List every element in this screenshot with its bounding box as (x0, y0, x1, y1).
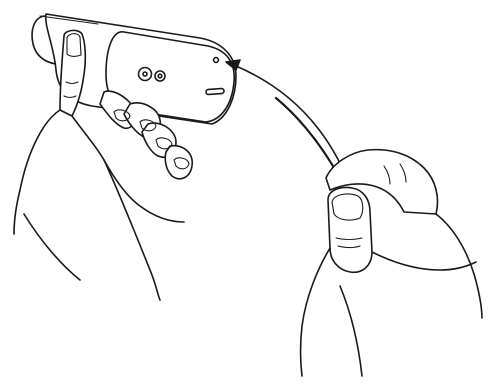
left-forearm-bottom (104, 160, 160, 300)
right-thumb (328, 188, 372, 273)
left-forearm-top (24, 214, 80, 280)
pin-tool (276, 98, 340, 178)
right-forearm (340, 286, 362, 376)
right-wrist-line (372, 252, 476, 270)
right-hand (301, 150, 483, 376)
left-palm-outline (14, 110, 60, 234)
right-palm-edge (301, 248, 331, 376)
right-hand-back (436, 214, 482, 318)
